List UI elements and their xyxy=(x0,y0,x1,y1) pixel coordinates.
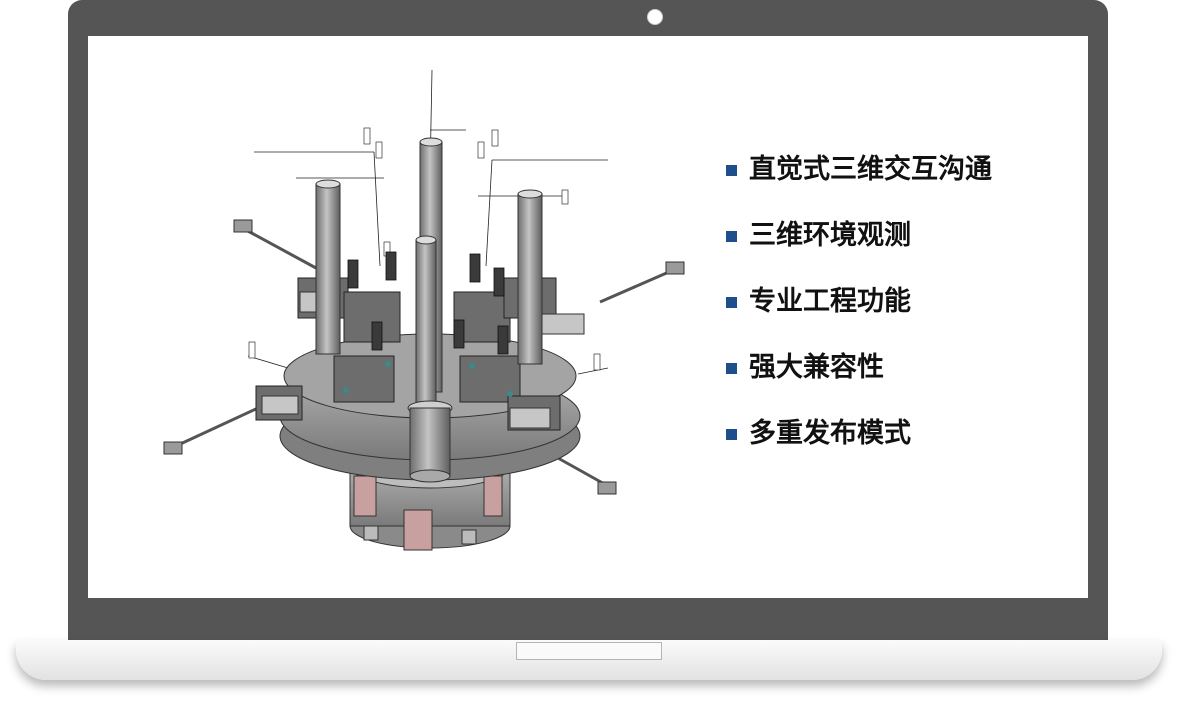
trackpad-notch xyxy=(516,642,662,660)
screen-display: 直觉式三维交互沟通 三维环境观测 专业工程功能 强大兼容性 多重发布模式 xyxy=(88,36,1088,598)
list-item: 直觉式三维交互沟通 xyxy=(726,152,992,218)
bullet-square-icon xyxy=(726,231,737,242)
bullet-square-icon xyxy=(726,297,737,308)
camera-icon xyxy=(647,9,663,25)
cad-assembly-illustration xyxy=(163,69,685,551)
feature-label: 三维环境观测 xyxy=(749,220,911,251)
laptop-base xyxy=(16,640,1162,680)
feature-label: 多重发布模式 xyxy=(749,418,911,449)
list-item: 强大兼容性 xyxy=(726,350,992,416)
list-item: 三维环境观测 xyxy=(726,218,992,284)
feature-label: 强大兼容性 xyxy=(749,352,884,383)
bullet-square-icon xyxy=(726,429,737,440)
bullet-square-icon xyxy=(726,165,737,176)
bullet-square-icon xyxy=(726,363,737,374)
list-item: 专业工程功能 xyxy=(726,284,992,350)
feature-list: 直觉式三维交互沟通 三维环境观测 专业工程功能 强大兼容性 多重发布模式 xyxy=(726,152,992,482)
list-item: 多重发布模式 xyxy=(726,416,992,482)
feature-label: 专业工程功能 xyxy=(749,286,911,317)
feature-label: 直觉式三维交互沟通 xyxy=(749,154,992,185)
